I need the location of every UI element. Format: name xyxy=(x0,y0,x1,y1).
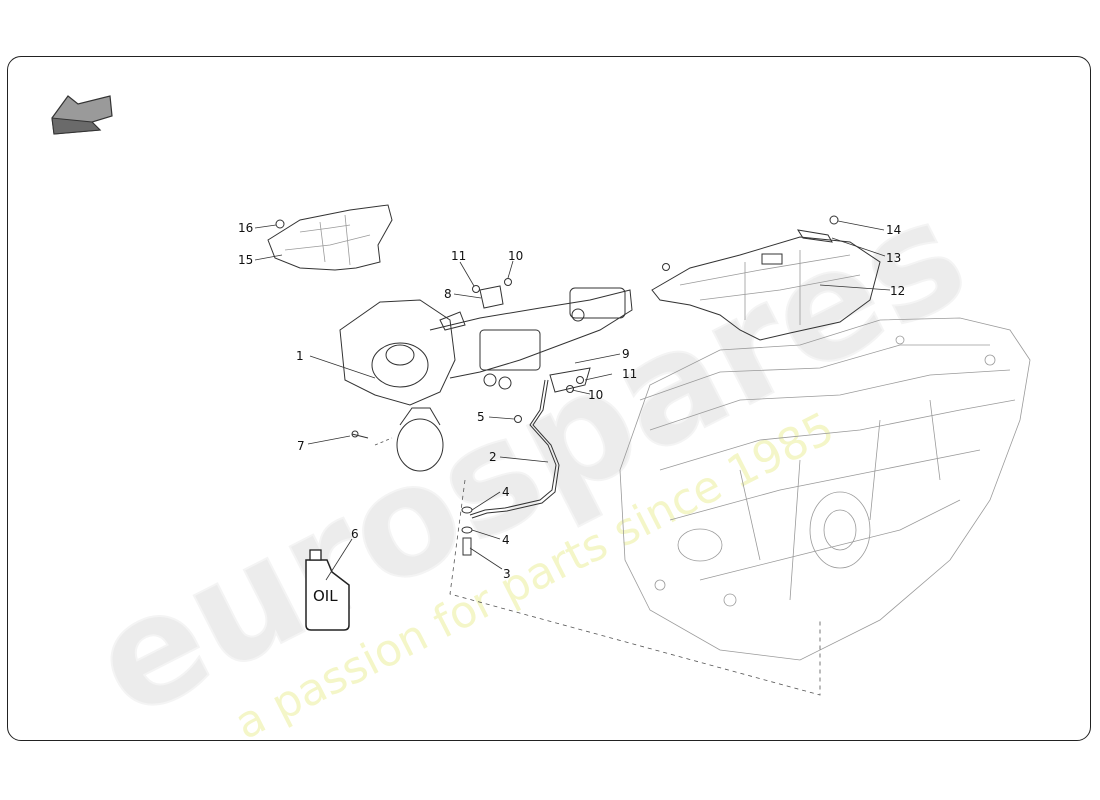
gearbox-housing xyxy=(619,317,1031,661)
callout-5: 5 xyxy=(477,410,485,424)
assembly-dashed-lines xyxy=(374,437,821,696)
callout-3: 3 xyxy=(503,567,511,581)
banjo-bolt-3 xyxy=(462,537,472,556)
callout-6: 6 xyxy=(351,527,359,541)
callout-10-top: 10 xyxy=(508,249,523,263)
callout-10-right: 10 xyxy=(588,388,603,402)
back-arrow-icon[interactable] xyxy=(51,95,113,135)
bracket-13 xyxy=(796,229,833,243)
callout-4-upper: 4 xyxy=(502,485,510,499)
callout-7: 7 xyxy=(297,439,305,453)
oil-can-label: OIL xyxy=(313,587,338,605)
bolt-16 xyxy=(275,219,285,229)
bolt-10-right xyxy=(566,385,574,393)
actuator-unit-1 xyxy=(339,287,633,406)
callout-12: 12 xyxy=(890,284,905,298)
callout-2: 2 xyxy=(489,450,497,464)
bolt-11-top xyxy=(472,285,480,293)
bolt-10-top xyxy=(504,278,512,286)
callout-16: 16 xyxy=(238,221,253,235)
heat-shield-right xyxy=(651,236,881,341)
callout-4-lower: 4 xyxy=(502,533,510,547)
watermark: eurospares a passion for parts since 198… xyxy=(66,165,992,753)
watermark-brand: eurospares xyxy=(67,166,991,752)
oil-can-6: OIL xyxy=(305,549,350,631)
union-5 xyxy=(514,415,522,423)
callout-11-right: 11 xyxy=(622,367,637,381)
bolt-7 xyxy=(351,430,369,439)
bracket-9 xyxy=(549,367,591,393)
bolt-14 xyxy=(829,215,839,225)
callout-9: 9 xyxy=(622,347,630,361)
callout-13: 13 xyxy=(886,251,901,265)
hydraulic-pipe-2 xyxy=(469,379,560,519)
accumulator xyxy=(396,407,444,472)
callout-11-top: 11 xyxy=(451,249,466,263)
heat-shield-left xyxy=(267,204,393,271)
diagram-frame xyxy=(7,56,1091,741)
nut-left-shield xyxy=(662,263,670,271)
callout-15: 15 xyxy=(238,253,253,267)
bracket-8 xyxy=(479,285,504,309)
callout-8: 8 xyxy=(444,287,452,301)
callout-14: 14 xyxy=(886,223,901,237)
bolt-11-right xyxy=(576,376,584,384)
callout-1: 1 xyxy=(296,349,304,363)
leader-lines xyxy=(254,220,891,581)
callout-labels: 1 2 3 4 4 5 6 7 8 9 10 10 11 11 12 13 14… xyxy=(238,221,905,581)
